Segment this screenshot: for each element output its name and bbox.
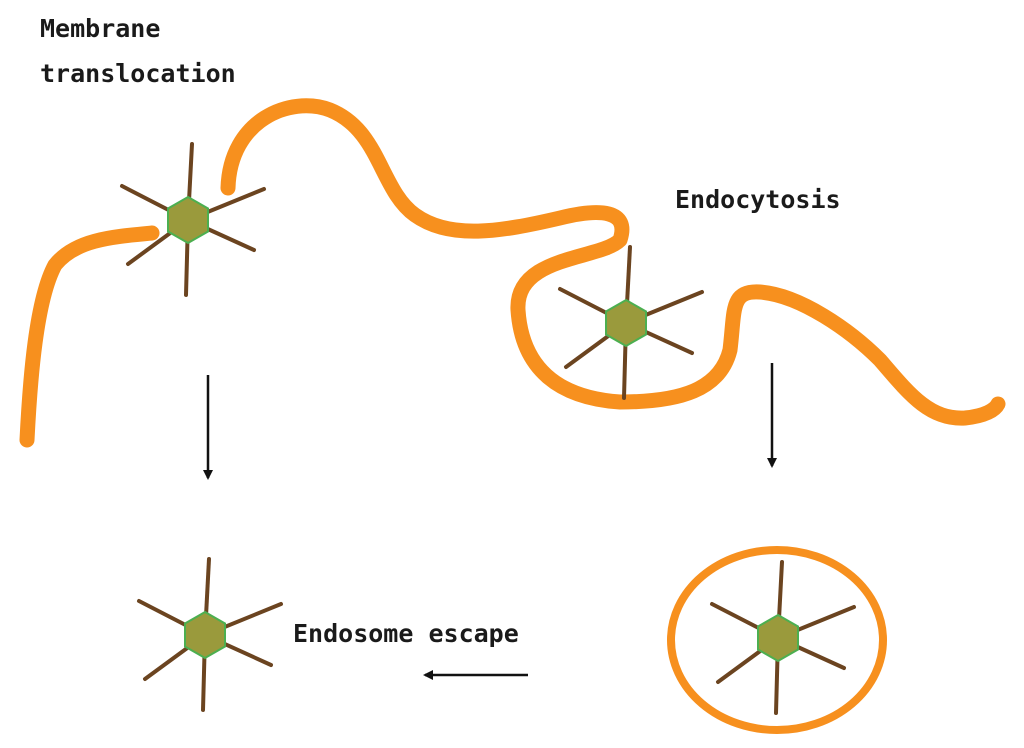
label-endocytosis: Endocytosis <box>675 185 841 214</box>
nanoparticle-membrane-translocation <box>120 142 266 297</box>
endosome-vesicle <box>667 546 887 734</box>
nanoparticle-endosome <box>710 560 856 715</box>
nanoparticle-endocytosis <box>558 245 704 400</box>
membrane-left-segment <box>19 225 160 448</box>
membrane-main-segment <box>220 98 1006 426</box>
label-endosome-escape: Endosome escape <box>293 619 519 648</box>
nanoparticle-cytosol <box>137 557 283 712</box>
label-membrane-line2: translocation <box>40 59 236 88</box>
cell-membrane <box>19 98 1006 448</box>
label-membrane-line1: Membrane <box>40 14 160 43</box>
